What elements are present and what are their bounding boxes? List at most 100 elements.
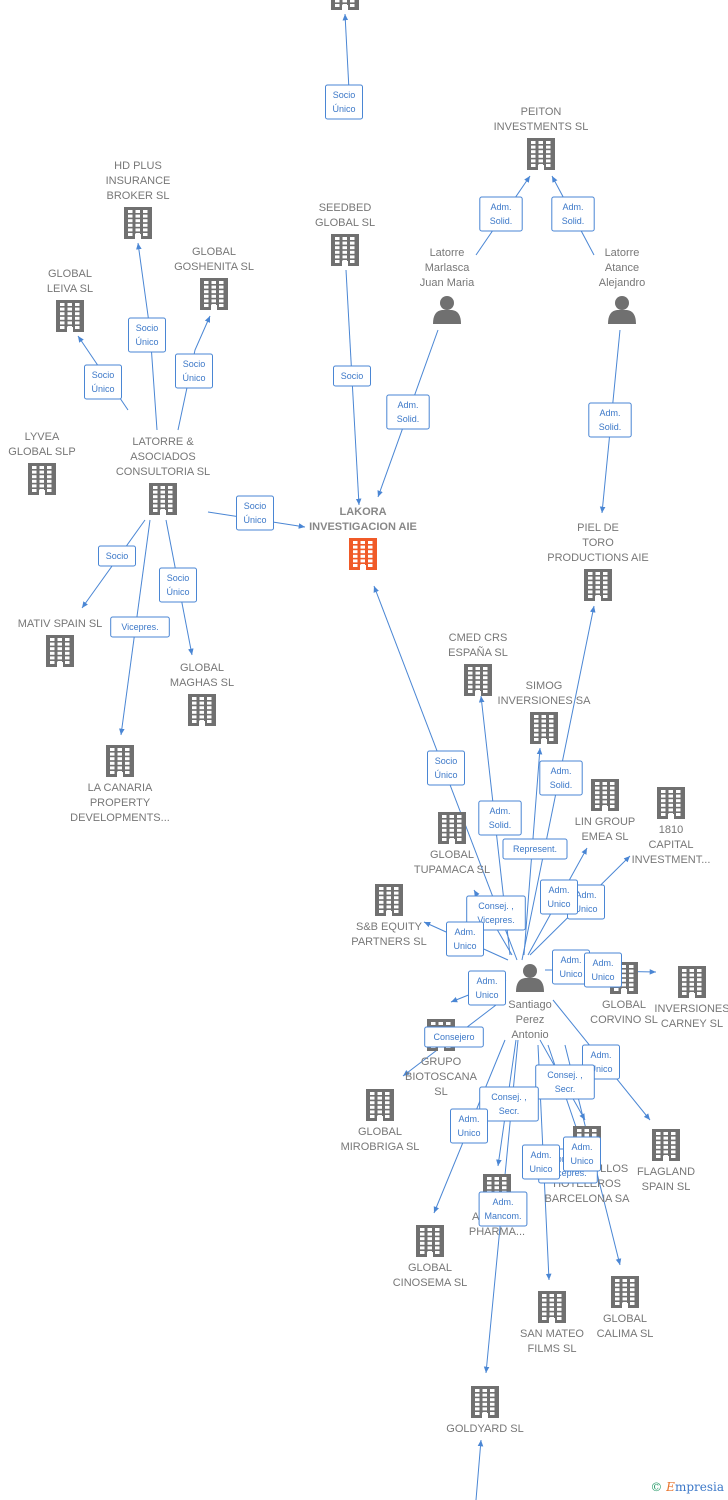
relation-label[interactable]: Adm.Solid. (479, 196, 523, 232)
node-label: PROPERTY (90, 797, 151, 809)
relation-label[interactable]: Adm.Solid. (478, 800, 522, 836)
node-label: GOLDYARD SL (446, 1423, 523, 1435)
relation-label[interactable]: Represent. (502, 838, 568, 860)
company-node[interactable]: LA CANARIAPROPERTYDEVELOPMENTS... (70, 745, 170, 824)
relation-label-text: Único (182, 373, 205, 383)
node-label: ESPAÑA SL (448, 646, 508, 659)
relation-label[interactable]: Adm.Unico (446, 921, 484, 957)
relation-label[interactable]: Consej. ,Secr. (535, 1064, 595, 1100)
building-icon (678, 966, 706, 998)
node-label: Juan Maria (420, 277, 475, 289)
company-node[interactable]: 1810CAPITALINVESTMENT... (632, 787, 711, 866)
relation-label[interactable]: Adm.Solid. (551, 196, 595, 232)
node-label: PRODUCTIONS AIE (547, 552, 648, 564)
relation-label[interactable]: Socio (98, 545, 136, 567)
relation-label[interactable]: Adm.Solid. (386, 394, 430, 430)
relation-label-text: Adm. (476, 976, 497, 986)
relation-label[interactable]: Adm.Mancom. (478, 1191, 528, 1227)
empresia-credit[interactable]: © Empresia (650, 1480, 724, 1494)
relation-label[interactable]: Adm.Unico (584, 952, 622, 988)
relation-label[interactable]: Consej. ,Secr. (479, 1086, 539, 1122)
node-label: CORVINO SL (590, 1014, 658, 1026)
relation-label-text: Adm. (548, 885, 569, 895)
node-label: LYVEA (25, 431, 60, 443)
relation-label[interactable]: Adm.Solid. (588, 402, 632, 438)
company-node[interactable]: GOLDYARD SL (446, 1386, 524, 1435)
relation-label[interactable]: Adm. Unico (540, 879, 578, 915)
relation-label[interactable]: Vicepres. (110, 616, 170, 638)
relation-label[interactable]: Adm.Unico (450, 1108, 488, 1144)
relation-label-text: Consej. , (478, 901, 514, 911)
company-node[interactable] (331, 0, 359, 10)
node-label: PIEL DE (577, 522, 619, 534)
relation-label[interactable]: Adm.Solid. (539, 760, 583, 796)
relation-label-text: Unico (547, 899, 570, 909)
building-icon (416, 1225, 444, 1257)
relation-edge (342, 13, 350, 91)
relation-label[interactable]: Socio (333, 365, 371, 387)
company-node[interactable]: MATIV SPAIN SL (18, 618, 103, 667)
relation-label-text: Socio (341, 371, 364, 381)
node-label: LATORRE & (132, 436, 194, 448)
node-label: SIMOG (526, 680, 563, 692)
relation-label[interactable]: Adm.Unico (522, 1144, 560, 1180)
node-label: PHARMA... (469, 1226, 525, 1238)
node-label: DEVELOPMENTS... (70, 812, 170, 824)
relation-label-text: Adm. (454, 927, 475, 937)
node-label: INSURANCE (106, 175, 171, 187)
node-label: Alejandro (599, 277, 645, 289)
relation-label-text: Adm. (590, 1050, 611, 1060)
building-icon (188, 694, 216, 726)
node-label: BARCELONA SA (545, 1193, 631, 1205)
relation-label[interactable]: Consejero (424, 1026, 484, 1048)
node-label: S&B EQUITY (356, 921, 423, 933)
relation-label-text: Socio (92, 370, 115, 380)
building-icon (527, 138, 555, 170)
node-label: LIN GROUP (575, 816, 636, 828)
relation-label[interactable]: Adm.Unico (552, 949, 590, 985)
node-label: 1810 (659, 824, 683, 836)
relation-label-text: Adm. (492, 1197, 513, 1207)
relation-label-text: Solid. (489, 820, 512, 830)
relation-label-text: Vicepres. (549, 1168, 586, 1178)
node-label: SL (434, 1086, 447, 1098)
node-label: Latorre (430, 247, 465, 259)
building-icon (28, 463, 56, 495)
relation-label-text: Adm. (560, 955, 581, 965)
relation-label-text: Solid. (550, 780, 573, 790)
node-label: INVERSIONES (654, 1003, 728, 1015)
relation-label[interactable]: Adm.Unico (563, 1136, 601, 1172)
relation-label[interactable]: Adm.Unico (468, 970, 506, 1006)
